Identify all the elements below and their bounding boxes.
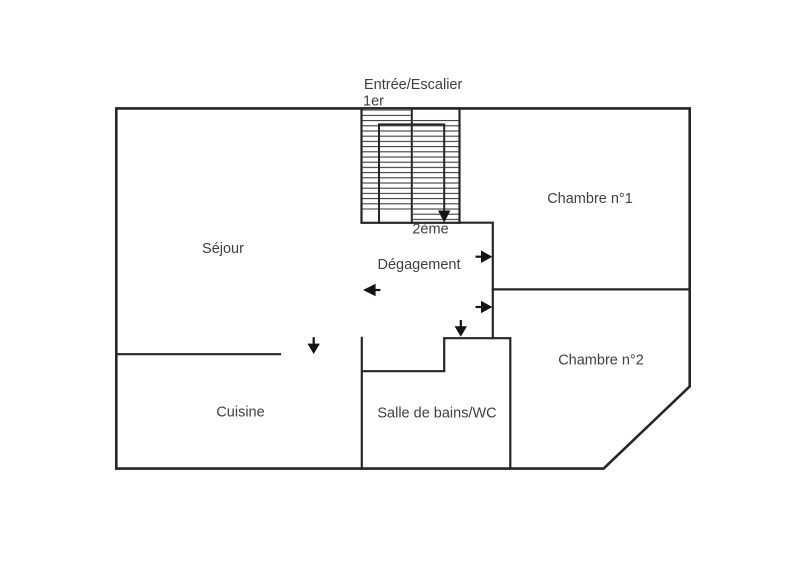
arrow-head: [363, 283, 376, 297]
bedroom1-door-arrow-icon: [475, 250, 493, 263]
bedroom-1-label: Chambre n°1: [547, 191, 633, 207]
first-floor-label: 1er: [363, 94, 384, 110]
bathroom-door-arrow-icon: [454, 320, 467, 337]
stair-down-arrow-icon: [438, 210, 451, 223]
arrow-head: [481, 250, 493, 263]
stair-flight-left: [362, 110, 411, 210]
arrow-head: [307, 343, 320, 354]
hallway-wall: [458, 221, 494, 340]
living-room-label: Séjour: [202, 241, 244, 257]
living-room-door-arrow-icon: [363, 283, 381, 297]
arrow-tail: [459, 320, 462, 328]
hallway-label: Dégagement: [377, 257, 460, 273]
staircase-outline: [360, 107, 461, 224]
walls: [115, 107, 691, 470]
arrow-tail: [312, 337, 315, 345]
entrance-stairs-label: Entrée/Escalier: [364, 77, 462, 93]
room-labels: Entrée/Escalier 1er 2ème Séjour Dégageme…: [202, 77, 644, 422]
bedroom2-door-arrow-icon: [475, 300, 493, 314]
arrow-head: [454, 326, 467, 337]
bathroom-wall: [360, 336, 512, 470]
kitchen-label: Cuisine: [216, 405, 264, 421]
arrow-tail: [475, 255, 482, 258]
staircase-treads: [362, 110, 459, 223]
outer-wall: [115, 107, 691, 470]
bathroom-wc-label: Salle de bains/WC: [377, 406, 496, 422]
bedroom-2-label: Chambre n°2: [558, 353, 644, 369]
door-arrows: [307, 210, 493, 354]
second-floor-label: 2ème: [412, 222, 448, 238]
arrow-tail: [475, 305, 482, 309]
kitchen-door-arrow-icon: [307, 337, 320, 354]
staircase-railing: [378, 123, 446, 224]
stair-flight-right: [412, 119, 459, 223]
arrow-head: [481, 300, 493, 314]
arrow-tail: [374, 288, 381, 292]
